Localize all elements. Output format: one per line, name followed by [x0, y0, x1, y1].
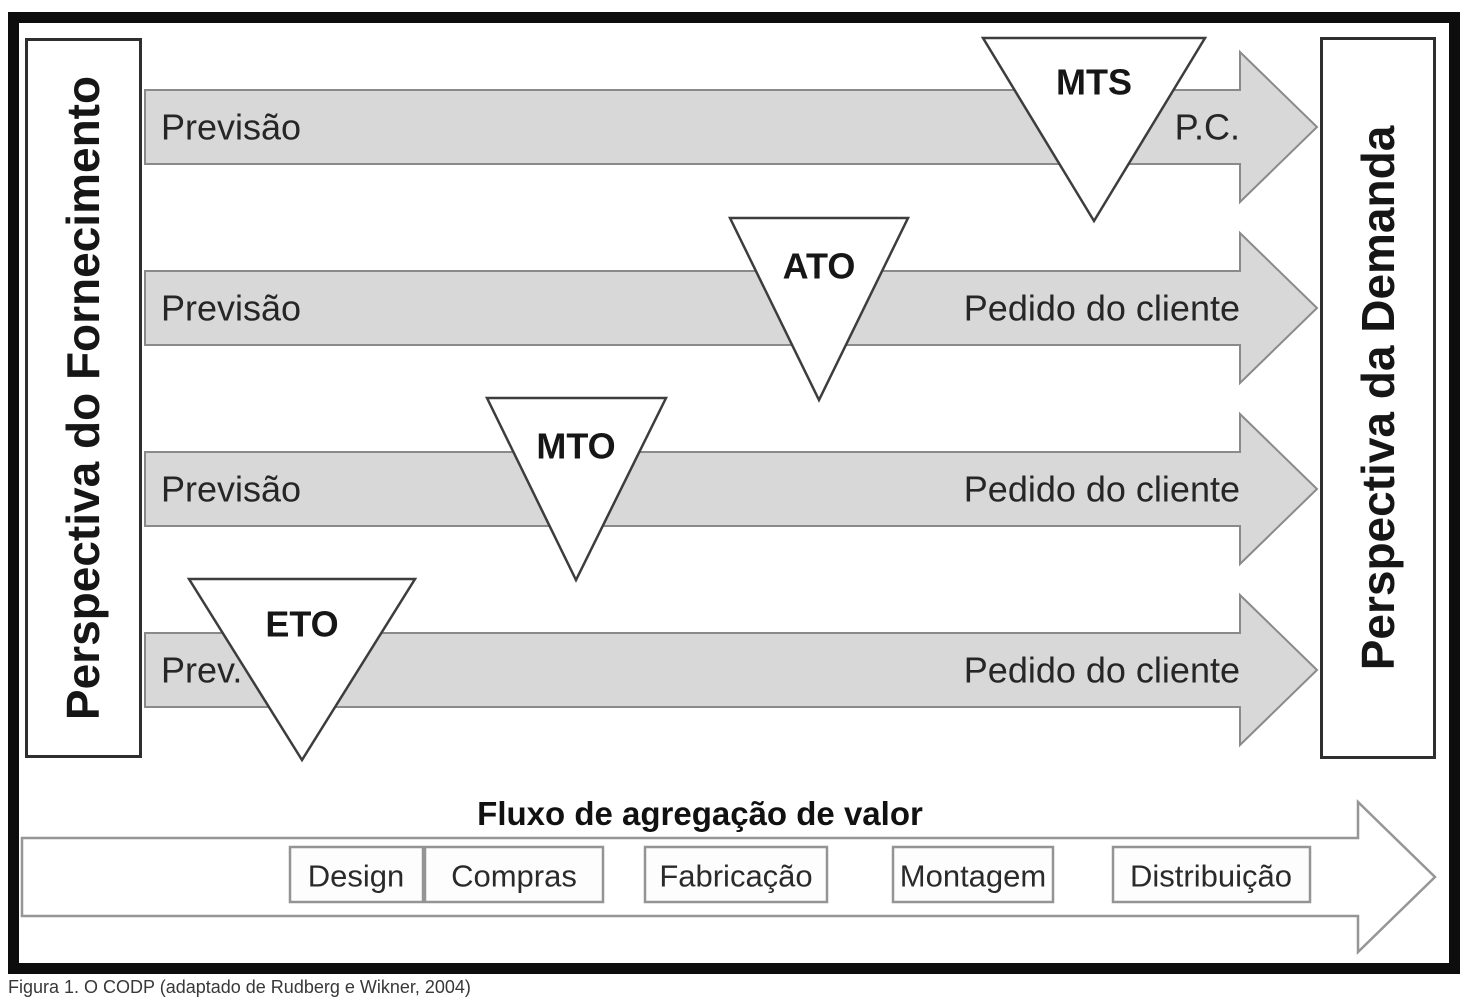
mto-codp-triangle: [484, 396, 669, 583]
stage-box-distribuicao: [1111, 845, 1312, 904]
stage-label-distribuicao: Distribuição: [1130, 859, 1292, 894]
ato-forecast-label: Previsão: [161, 288, 301, 329]
ato-order-label: Pedido do cliente: [964, 288, 1240, 329]
mts-codp-triangle: [980, 36, 1208, 224]
supply-perspective-bar: [25, 38, 142, 758]
eto-strategy-label: ETO: [265, 604, 338, 645]
supply-perspective-label: Perspectiva do Fornecimento: [57, 76, 109, 720]
mto-strategy-label: MTO: [536, 426, 615, 467]
mto-order-label: Pedido do cliente: [964, 469, 1240, 510]
ato-codp-triangle: [727, 216, 911, 403]
mts-strategy-label: MTS: [1056, 62, 1132, 103]
mts-forecast-label: Previsão: [161, 107, 301, 148]
stage-label-design: Design: [308, 859, 405, 894]
mts-timeline-arrow: [144, 49, 1319, 205]
stage-box-compras: [423, 845, 605, 904]
figure-caption: Figura 1. O CODP (adaptado de Rudberg e …: [8, 977, 471, 997]
demand-perspective-bar: [1320, 37, 1436, 759]
stage-box-montagem: [891, 845, 1055, 904]
eto-codp-triangle: [186, 577, 418, 763]
mts-order-label: P.C.: [1175, 107, 1240, 148]
stage-box-fabricacao: [643, 845, 829, 904]
stage-label-fabricacao: Fabricação: [659, 859, 812, 894]
stage-box-design: [288, 845, 425, 904]
mto-timeline-arrow: [144, 411, 1319, 567]
eto-order-label: Pedido do cliente: [964, 650, 1240, 691]
demand-perspective-label: Perspectiva da Demanda: [1352, 125, 1404, 670]
value-flow-title: Fluxo de agregação de valor: [477, 795, 923, 832]
figure-frame: [8, 12, 1460, 974]
stage-label-montagem: Montagem: [900, 859, 1046, 894]
eto-forecast-label: Prev.: [161, 650, 242, 691]
mto-forecast-label: Previsão: [161, 469, 301, 510]
ato-strategy-label: ATO: [783, 246, 856, 287]
stage-label-compras: Compras: [451, 859, 577, 894]
ato-timeline-arrow: [144, 230, 1319, 386]
